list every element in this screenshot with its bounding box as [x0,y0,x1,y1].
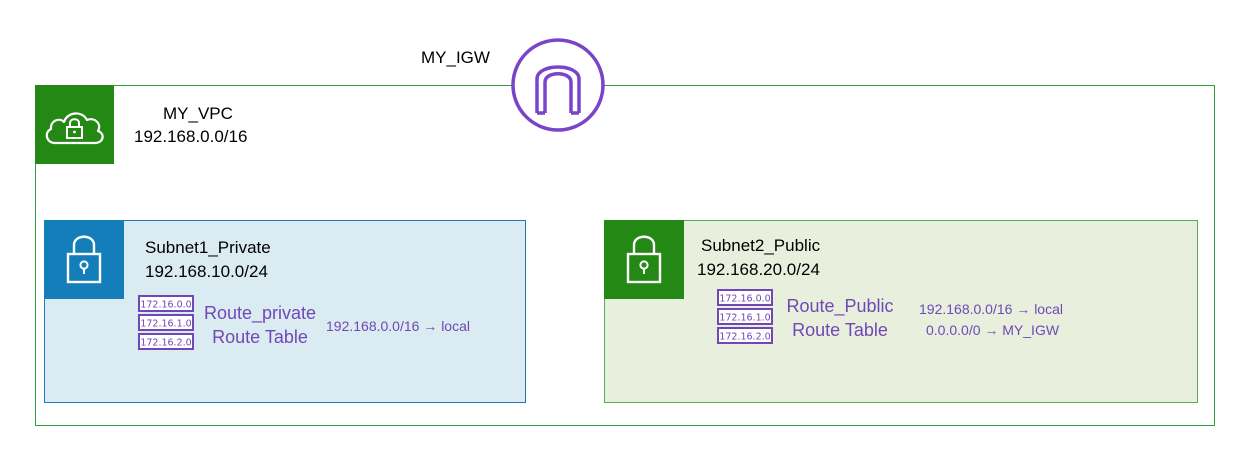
subnet-public-name: Subnet2_Public [701,236,821,255]
route-table-icon: 172.16.0.0 172.16.1.0 172.16.2.0 [717,289,773,344]
route-entry: 172.16.2.0 [719,332,770,343]
subnet-private-cidr: 192.168.10.0/24 [145,262,268,281]
route-public-local: 192.168.0.0/16 → local [919,301,1063,317]
route-entry: 172.16.1.0 [140,319,191,330]
subnet-public-cidr: 192.168.20.0/24 [697,260,820,279]
route-entry: 172.16.0.0 [140,300,191,311]
route-table-public-name: Route_Public [786,296,894,316]
route-table-public-subtitle: Route Table [792,320,888,340]
route-table-private-subtitle: Route Table [212,327,308,347]
route-table-icon: 172.16.0.0 172.16.1.0 172.16.2.0 [138,295,194,350]
route-public-igw: 0.0.0.0/0 → MY_IGW [926,322,1060,338]
igw-label: MY_IGW [421,48,490,67]
subnet-private-container [44,220,526,403]
vpc-icon-tile [35,85,114,164]
internet-gateway-icon [511,38,605,132]
route-entry: 172.16.0.0 [719,294,770,305]
subnet-private-name: Subnet1_Private [145,238,271,257]
route-entry: 172.16.1.0 [719,313,770,324]
cloud-lock-icon [45,112,104,145]
subnet-public-icon-tile [604,220,684,299]
vpc-name: MY_VPC [163,104,233,123]
subnet-public-container [604,220,1198,403]
vpc-container [35,85,1215,426]
route-private-local: 192.168.0.0/16 → local [326,318,470,334]
lock-icon [66,235,102,284]
vpc-cidr: 192.168.0.0/16 [134,127,248,146]
route-entry: 172.16.2.0 [140,338,191,349]
subnet-private-icon-tile [44,220,124,299]
lock-icon [626,235,662,284]
route-table-private-name: Route_private [203,303,317,323]
